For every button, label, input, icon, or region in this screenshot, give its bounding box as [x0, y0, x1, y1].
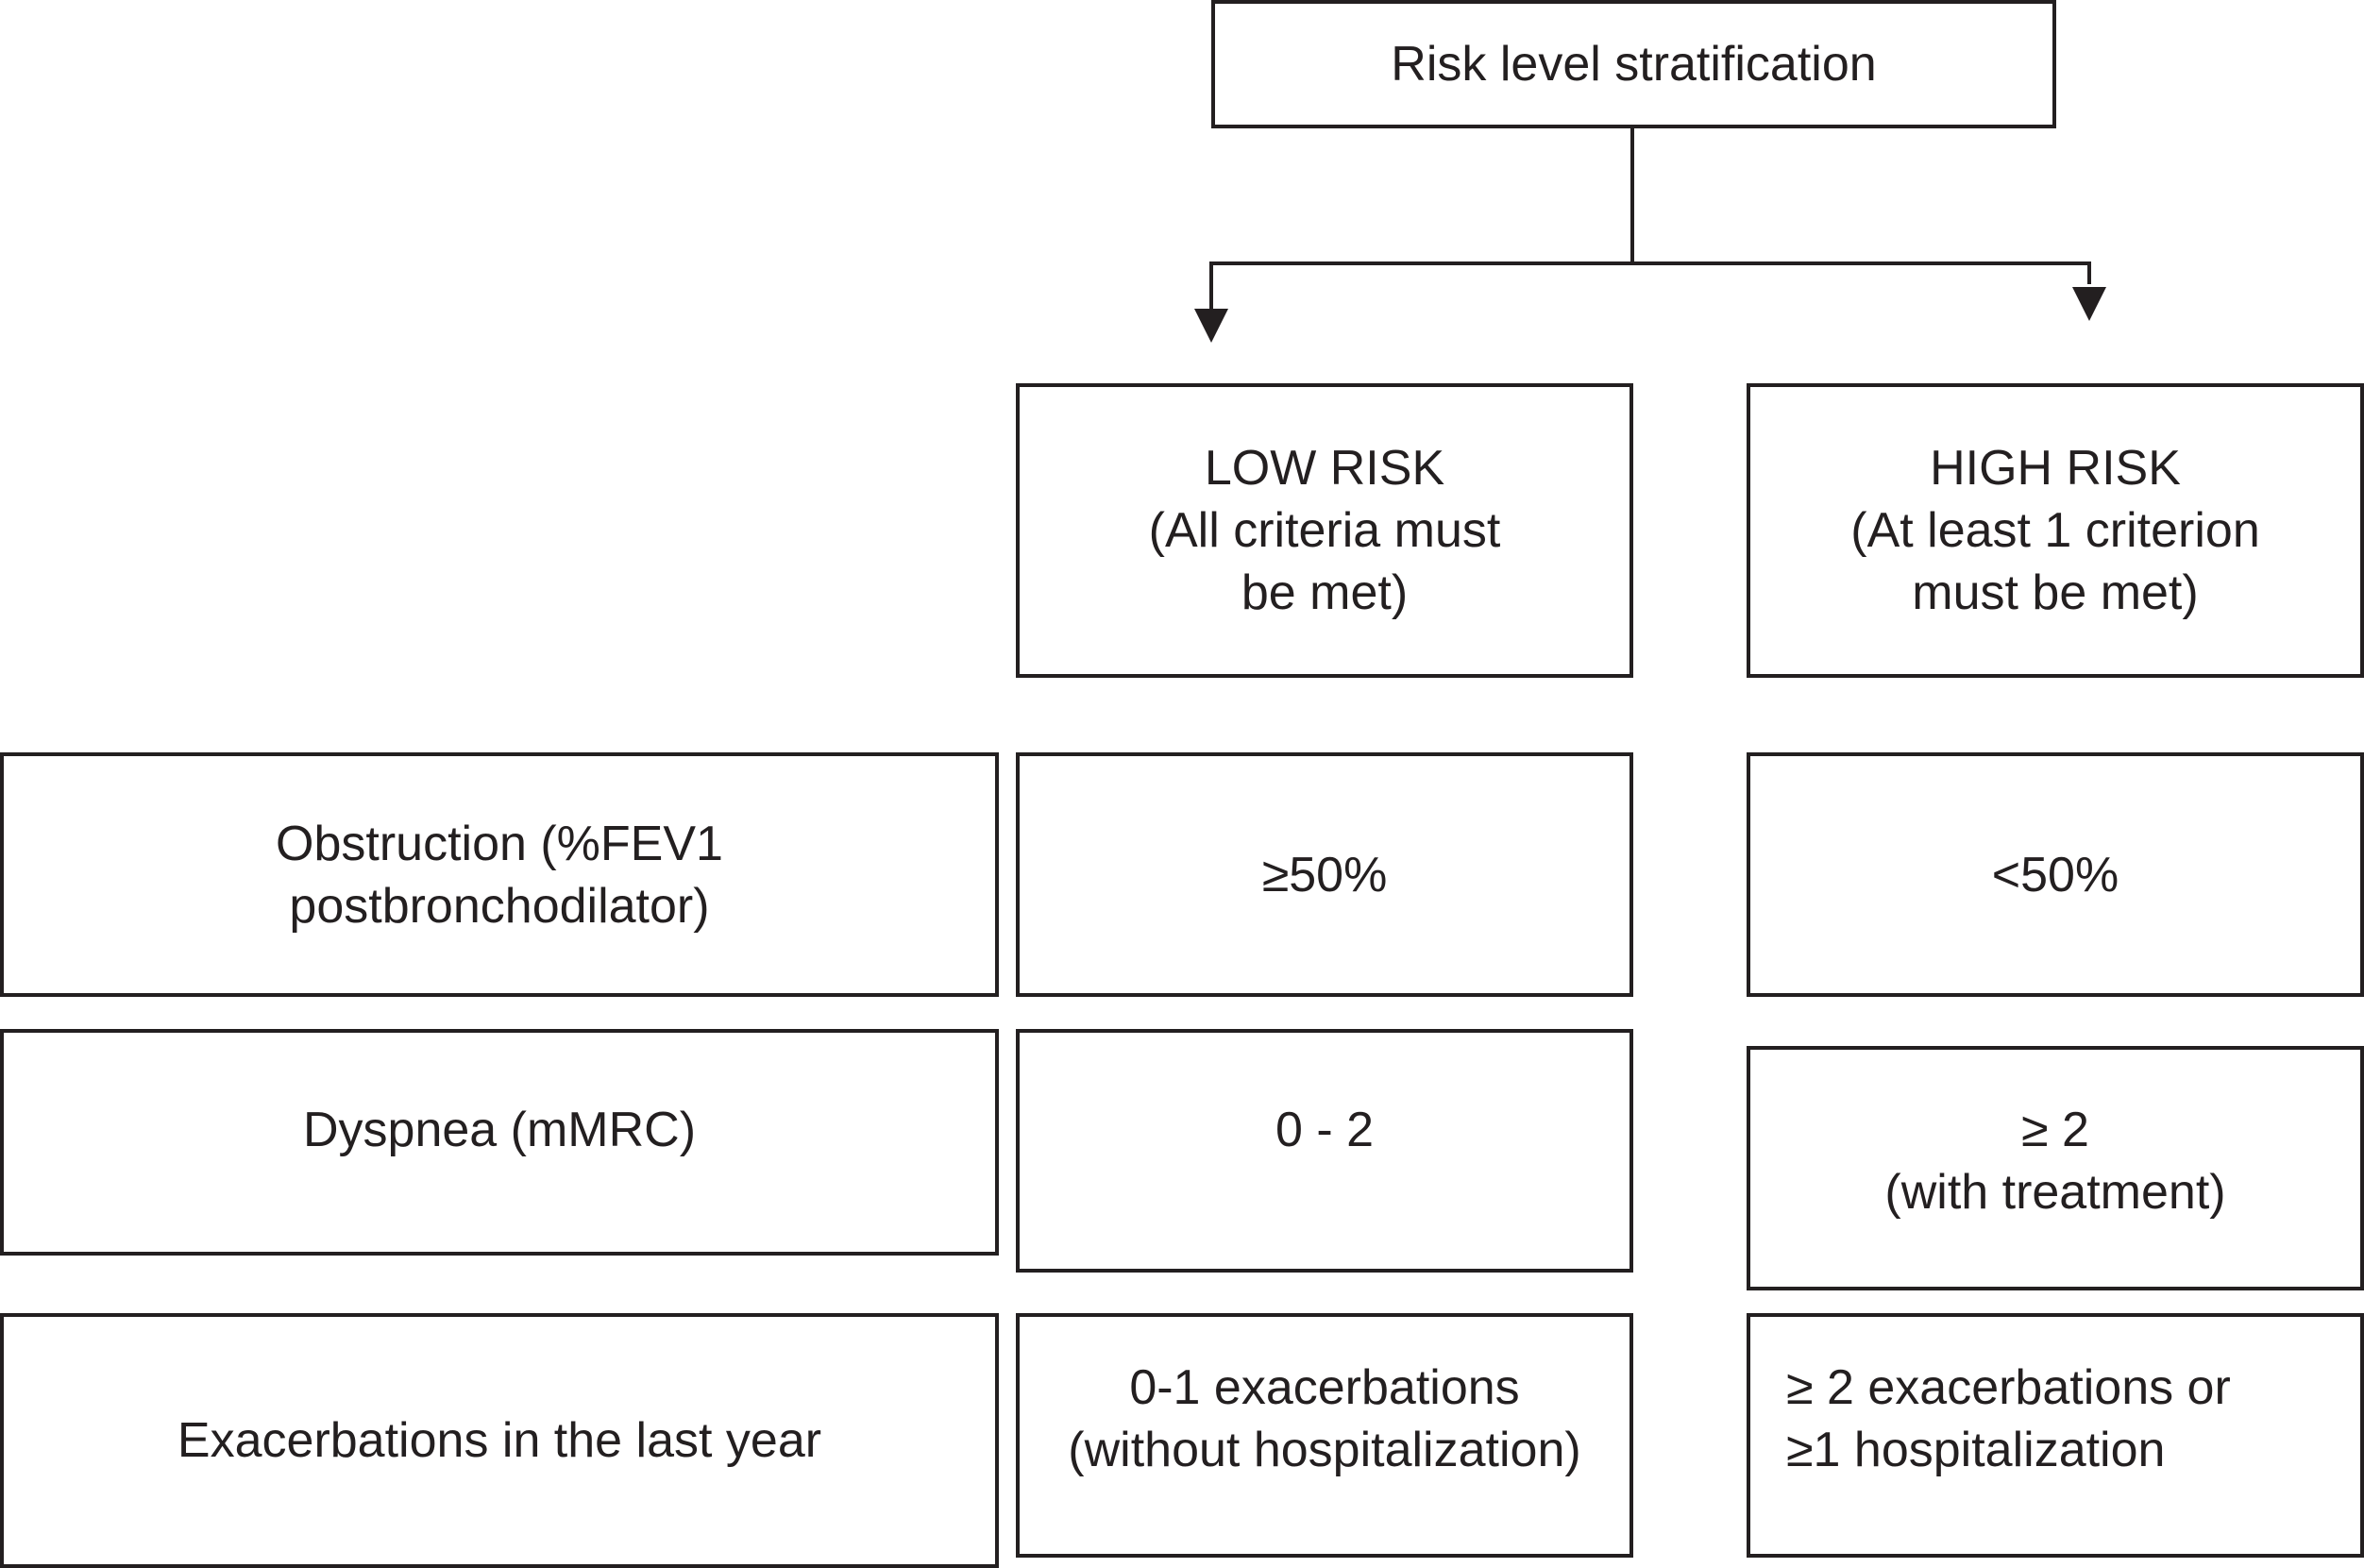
low-risk-exacerbations-cell: 0-1 exacerbations (without hospitalizati… — [1016, 1313, 1633, 1558]
high-risk-heading-text: HIGH RISK (At least 1 criterion must be … — [1850, 441, 2260, 620]
low-risk-header: LOW RISK (All criteria must be met) — [1016, 383, 1633, 678]
title-text: Risk level stratification — [1391, 37, 1877, 92]
cell-value: ≥ 2 (with treatment) — [1884, 1103, 2226, 1220]
low-risk-dyspnea-cell: 0 - 2 — [1016, 1029, 1633, 1273]
arrow-down-icon — [1194, 309, 1228, 343]
cell-value: 0 - 2 — [1275, 1103, 1375, 1157]
criterion-dyspnea: Dyspnea (mMRC) — [0, 1029, 999, 1256]
connector-trunk — [1630, 128, 1634, 265]
connector-right-drop — [2087, 261, 2091, 284]
criterion-label: Obstruction (%FEV1 postbronchodilator) — [276, 816, 723, 934]
cell-value: 0-1 exacerbations (without hospitalizati… — [1068, 1360, 1581, 1477]
criterion-label: Exacerbations in the last year — [177, 1413, 822, 1468]
cell-value: ≥50% — [1261, 847, 1388, 902]
criterion-label: Dyspnea (mMRC) — [302, 1103, 697, 1157]
high-risk-obstruction-cell: <50% — [1747, 752, 2364, 997]
criterion-exacerbations: Exacerbations in the last year — [0, 1313, 999, 1568]
high-risk-header: HIGH RISK (At least 1 criterion must be … — [1747, 383, 2364, 678]
arrow-down-icon — [2072, 287, 2106, 321]
title-box: Risk level stratification — [1211, 0, 2056, 128]
criterion-obstruction: Obstruction (%FEV1 postbronchodilator) — [0, 752, 999, 997]
connector-left-drop — [1209, 261, 1213, 311]
low-risk-heading-text: LOW RISK (All criteria must be met) — [1148, 441, 1501, 620]
high-risk-exacerbations-cell: ≥ 2 exacerbations or ≥1 hospitalization — [1747, 1313, 2364, 1558]
cell-value: <50% — [1991, 847, 2119, 902]
low-risk-obstruction-cell: ≥50% — [1016, 752, 1633, 997]
high-risk-dyspnea-cell: ≥ 2 (with treatment) — [1747, 1046, 2364, 1290]
cell-value: ≥ 2 exacerbations or ≥1 hospitalization — [1786, 1360, 2231, 1477]
connector-horizontal — [1211, 261, 2091, 265]
